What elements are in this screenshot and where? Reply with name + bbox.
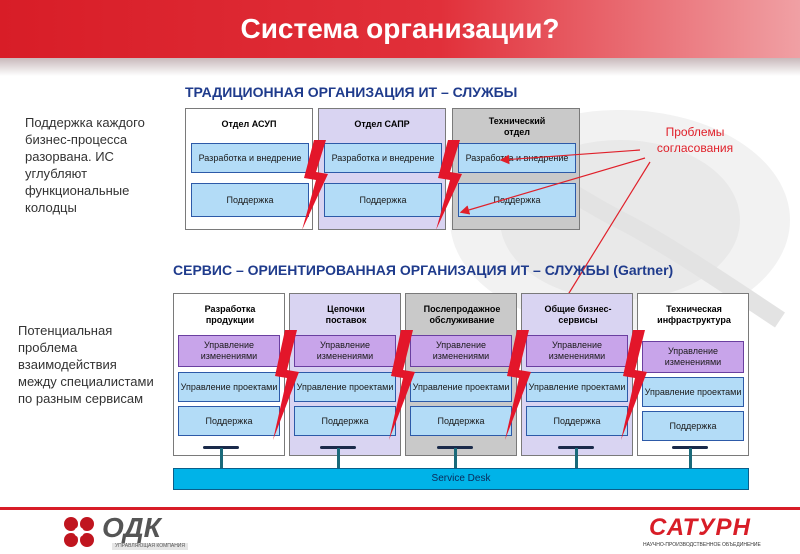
service-note: Потенциальная проблема взаимодействия ме… bbox=[18, 323, 154, 406]
svc-col-after-sales: Послепродажное обслуживание Управление и… bbox=[405, 293, 517, 456]
support-box: Поддержка bbox=[178, 406, 280, 436]
saturn-logo: САТУРН НАУЧНО-ПРОИЗВОДСТВЕННОЕ ОБЪЕДИНЕН… bbox=[643, 514, 795, 550]
support-box: Поддержка bbox=[526, 406, 628, 436]
connector-cap bbox=[437, 446, 473, 449]
svc-col-title: Техническая инфраструктура bbox=[657, 304, 731, 325]
odk-logo-subtitle: УПРАВЛЯЮЩАЯ КОМПАНИЯ bbox=[112, 543, 189, 550]
traditional-title: ТРАДИЦИОННАЯ ОРГАНИЗАЦИЯ ИТ – СЛУЖБЫ bbox=[185, 84, 518, 100]
svc-col-supply-chain: Цепочки поставок Управление изменениями … bbox=[289, 293, 401, 456]
change-mgmt-box: Управление изменениями bbox=[294, 335, 396, 367]
service-title: СЕРВИС – ОРИЕНТИРОВАННАЯ ОРГАНИЗАЦИЯ ИТ … bbox=[173, 262, 674, 278]
change-mgmt-box: Управление изменениями bbox=[178, 335, 280, 367]
connector-cap bbox=[203, 446, 239, 449]
dept-sapr-title: Отдел САПР bbox=[354, 119, 410, 129]
svc-col-business-services: Общие бизнес-сервисы Управление изменени… bbox=[521, 293, 633, 456]
project-mgmt-box: Управление проектами bbox=[526, 372, 628, 402]
service-desk-bar: Service Desk bbox=[173, 468, 749, 490]
project-mgmt-box: Управление проектами bbox=[642, 377, 744, 407]
change-mgmt-box: Управление изменениями bbox=[410, 335, 512, 367]
lightning-bolt-icon bbox=[621, 330, 647, 440]
svc-col-title: Цепочки поставок bbox=[325, 304, 367, 325]
project-mgmt-box: Управление проектами bbox=[178, 372, 280, 402]
odk-logo: ОДК УПРАВЛЯЮЩАЯ КОМПАНИЯ bbox=[60, 512, 189, 551]
dept-sapr: Отдел САПР Разработка и внедрение Поддер… bbox=[318, 108, 446, 230]
lightning-bolt-icon bbox=[436, 140, 462, 230]
lightning-bolt-icon bbox=[273, 330, 299, 440]
svc-col-tech-infrastructure: Техническая инфраструктура Управление из… bbox=[637, 293, 749, 456]
support-box: Поддержка bbox=[642, 411, 744, 441]
change-mgmt-box: Управление изменениями bbox=[642, 341, 744, 373]
lightning-bolt-icon bbox=[505, 330, 531, 440]
svc-col-title: Разработка продукции bbox=[204, 304, 256, 325]
connector-line bbox=[337, 448, 340, 468]
dept-technical-dev-box: Разработка и внедрение bbox=[458, 143, 576, 173]
page-title: Система организации? bbox=[240, 13, 560, 44]
dept-asup: Отдел АСУП Разработка и внедрение Поддер… bbox=[185, 108, 313, 230]
lightning-bolt-icon bbox=[389, 330, 415, 440]
dept-asup-support-box: Поддержка bbox=[191, 183, 309, 217]
header-banner bbox=[0, 0, 800, 58]
saturn-logo-text: САТУРН bbox=[649, 514, 751, 541]
dept-sapr-support-box: Поддержка bbox=[324, 183, 442, 217]
connector-cap bbox=[672, 446, 708, 449]
dept-asup-dev-box: Разработка и внедрение bbox=[191, 143, 309, 173]
traditional-note: Поддержка каждого бизнес-процесса разорв… bbox=[25, 115, 145, 215]
dept-technical: Технический отдел Разработка и внедрение… bbox=[452, 108, 580, 230]
saturn-logo-subtitle: НАУЧНО-ПРОИЗВОДСТВЕННОЕ ОБЪЕДИНЕНИЕ bbox=[643, 542, 761, 548]
footer-divider bbox=[0, 507, 800, 510]
support-box: Поддержка bbox=[294, 406, 396, 436]
project-mgmt-box: Управление проектами bbox=[410, 372, 512, 402]
change-mgmt-box: Управление изменениями bbox=[526, 335, 628, 367]
header-shade bbox=[0, 58, 800, 76]
svc-col-title: Послепродажное обслуживание bbox=[423, 304, 501, 325]
odk-emblem-icon bbox=[60, 513, 98, 551]
connector-cap bbox=[320, 446, 356, 449]
odk-logo-text: ОДК bbox=[102, 512, 161, 543]
problems-label: Проблемы согласования bbox=[656, 125, 734, 155]
dept-technical-title: Технический отдел bbox=[488, 116, 546, 137]
svc-col-product-dev: Разработка продукции Управление изменени… bbox=[173, 293, 285, 456]
project-mgmt-box: Управление проектами bbox=[294, 372, 396, 402]
connector-line bbox=[575, 448, 578, 468]
dept-asup-title: Отдел АСУП bbox=[221, 119, 277, 129]
connector-line bbox=[220, 448, 223, 468]
connector-line bbox=[454, 448, 457, 468]
dept-technical-support-box: Поддержка bbox=[458, 183, 576, 217]
connector-line bbox=[689, 448, 692, 468]
support-box: Поддержка bbox=[410, 406, 512, 436]
svc-col-title: Общие бизнес-сервисы bbox=[544, 304, 612, 325]
connector-cap bbox=[558, 446, 594, 449]
lightning-bolt-icon bbox=[302, 140, 328, 230]
dept-sapr-dev-box: Разработка и внедрение bbox=[324, 143, 442, 173]
